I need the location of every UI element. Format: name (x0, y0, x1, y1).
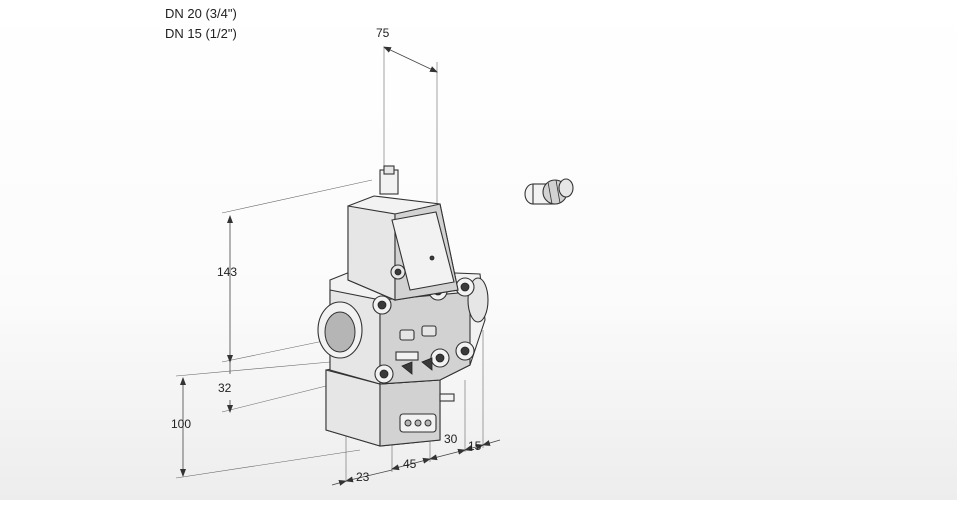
title-dn15: DN 15 (1/2") (165, 26, 237, 41)
cable-gland (524, 178, 574, 205)
dimension-143: 143 (217, 179, 373, 363)
dimension-75-label: 75 (376, 26, 390, 40)
dimension-75: 75 (376, 26, 438, 210)
dimension-32: 32 (218, 362, 331, 413)
dimension-32-label: 32 (218, 381, 232, 395)
valve-housing (317, 269, 489, 385)
dimension-45-label: 45 (403, 457, 417, 471)
dimension-100: 100 (171, 361, 361, 479)
dimension-15-label: 15 (468, 439, 482, 453)
dimension-15: 15 (464, 330, 501, 453)
dimension-30: 30 (429, 380, 466, 461)
dimension-23-label: 23 (356, 470, 370, 484)
dimension-143-label: 143 (217, 265, 237, 279)
dimension-100-label: 100 (171, 417, 191, 431)
title-dn20: DN 20 (3/4") (165, 6, 237, 21)
dimension-30-label: 30 (444, 432, 458, 446)
solenoid-coil (347, 165, 459, 301)
